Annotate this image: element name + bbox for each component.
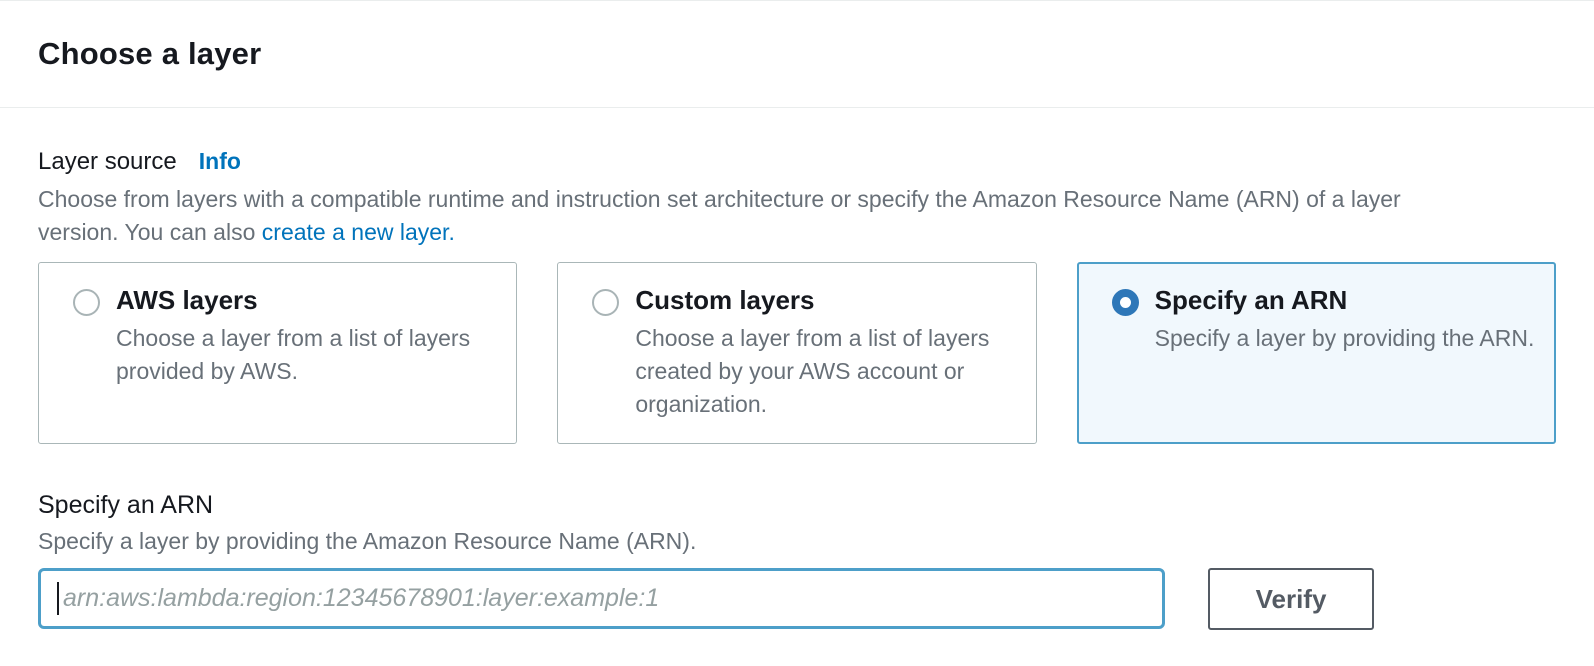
card-body: Custom layers Choose a layer from a list…	[635, 285, 1015, 421]
arn-input-wrapper	[38, 568, 1165, 629]
verify-button[interactable]: Verify	[1208, 568, 1374, 630]
specify-arn-label: Specify an ARN	[38, 491, 214, 519]
card-description: Specify a layer by providing the ARN.	[1154, 325, 1535, 351]
description-line-1: Choose from layers with a compatible run…	[38, 186, 1401, 212]
layer-source-label: Layer source	[38, 148, 177, 175]
card-body: AWS layers Choose a layer from a list of…	[116, 285, 496, 388]
arn-input[interactable]	[38, 568, 1165, 629]
card-title: AWS layers	[116, 285, 258, 315]
card-body: Specify an ARN Specify a layer by provid…	[1155, 285, 1535, 355]
radio-button-icon[interactable]	[73, 289, 100, 316]
layer-source-card-specify-arn[interactable]: Specify an ARN Specify a layer by provid…	[1076, 262, 1556, 444]
radio-button-icon[interactable]	[592, 289, 620, 316]
layer-source-description: Choose from layers with a compatible run…	[38, 183, 1556, 249]
description-line-2: version. You can also create a new layer…	[38, 216, 1556, 249]
layer-source-label-row: Layer source Info	[38, 148, 1556, 176]
text-cursor	[57, 582, 59, 615]
card-description: Choose a layer from a list of layers cre…	[635, 325, 990, 417]
card-description: Choose a layer from a list of layers pro…	[116, 325, 471, 384]
panel-header: Choose a layer	[0, 1, 1594, 108]
layer-source-card-custom-layers[interactable]: Custom layers Choose a layer from a list…	[557, 262, 1037, 444]
layer-source-options: AWS layers Choose a layer from a list of…	[38, 262, 1556, 444]
card-title: Specify an ARN	[1154, 285, 1348, 315]
info-link[interactable]: Info	[198, 148, 241, 174]
create-new-layer-link[interactable]: create a new layer.	[261, 219, 455, 245]
description-line-2-text: version. You can also	[38, 219, 262, 245]
card-title: Custom layers	[635, 285, 815, 315]
panel-content: Layer source Info Choose from layers wit…	[0, 148, 1594, 630]
specify-arn-description: Specify a layer by providing the Amazon …	[38, 528, 697, 554]
page-title: Choose a layer	[38, 36, 262, 71]
layer-source-card-aws-layers[interactable]: AWS layers Choose a layer from a list of…	[38, 262, 518, 444]
arn-input-row: Verify	[38, 568, 1556, 630]
radio-button-checked-icon[interactable]	[1111, 289, 1139, 316]
